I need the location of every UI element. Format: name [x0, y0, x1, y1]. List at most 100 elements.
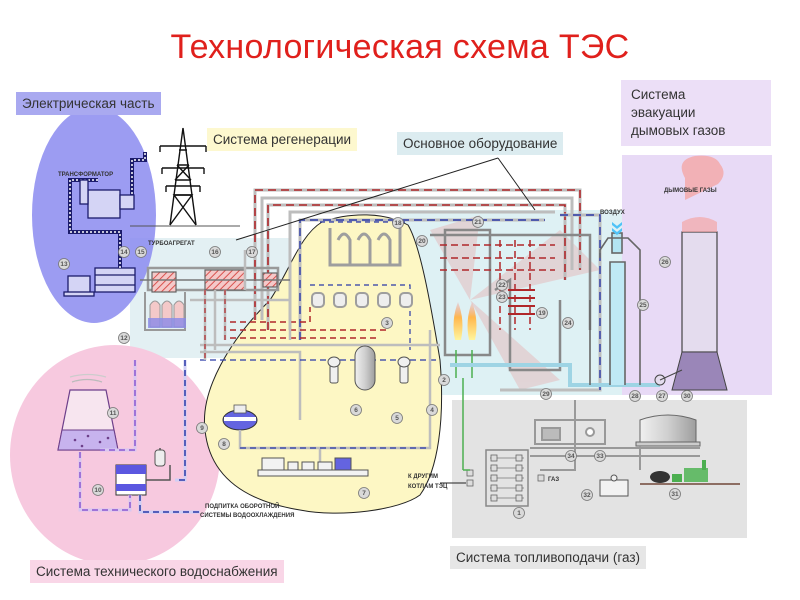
label-regeneration-system: Система регенерации	[207, 128, 358, 151]
component-callout-7: 7	[358, 487, 370, 499]
component-callout-30: 30	[681, 390, 693, 402]
label-flue-gas-system: Система эвакуации дымовых газов	[621, 80, 771, 146]
high-pressure-heaters	[328, 228, 402, 267]
component-callout-24: 24	[562, 317, 574, 329]
low-pressure-heaters	[311, 292, 413, 308]
rail-tank-car-31	[640, 460, 740, 485]
callout-circle	[496, 291, 508, 303]
callout-number: 23	[498, 294, 506, 301]
label-electric-part: Электрическая часть	[16, 92, 161, 115]
component-callout-31: 31	[669, 488, 681, 500]
callout-circle	[135, 246, 147, 258]
callout-circle	[246, 246, 258, 258]
callout-number: 34	[567, 453, 575, 460]
callout-number: 15	[137, 249, 145, 256]
exciter-13	[63, 275, 95, 297]
leader-lines	[235, 157, 536, 241]
callout-number: 25	[639, 302, 647, 309]
callout-circle	[659, 256, 671, 268]
heaters-34-33	[530, 400, 700, 471]
chimney-26	[671, 155, 728, 391]
component-callout-21: 21	[472, 216, 484, 228]
fuel-oil-tank-30	[635, 414, 701, 447]
air-arrows	[612, 222, 622, 235]
callout-circle	[58, 258, 70, 270]
callout-number: 32	[583, 492, 591, 499]
component-callout-15: 15	[135, 246, 147, 258]
pump-4	[397, 356, 411, 384]
deaerator-tank	[354, 345, 376, 391]
callout-circle	[426, 404, 438, 416]
callout-number: 1	[517, 510, 521, 517]
callout-circle	[629, 390, 641, 402]
gas-distribution-1	[485, 449, 529, 507]
makeup-label-line2: СИСТЕМЫ ВОДООХЛАЖДЕНИЯ	[200, 513, 294, 519]
callout-number: 20	[418, 238, 426, 245]
water-supply-zone	[10, 345, 220, 565]
component-callout-4: 4	[426, 404, 438, 416]
callout-number: 19	[538, 310, 546, 317]
feed-pump-7	[257, 457, 369, 477]
callout-number: 12	[120, 335, 128, 342]
callout-number: 14	[120, 249, 128, 256]
other-boilers-line1: К ДРУГИМ	[408, 474, 438, 480]
component-callout-13: 13	[58, 258, 70, 270]
callout-circle	[196, 422, 208, 434]
flue-label-line2: эвакуации	[631, 105, 696, 120]
component-callout-19: 19	[536, 307, 548, 319]
page-title: Технологическая схема ТЭС	[170, 28, 630, 66]
callout-circle	[656, 390, 668, 402]
callout-circle	[381, 317, 393, 329]
callout-circle	[536, 307, 548, 319]
other-boilers-line2: КОТЛАМ ТЭЦ	[408, 484, 448, 490]
gas-label: ГАЗ	[548, 477, 559, 483]
turbine-exhaust	[144, 292, 186, 331]
component-callout-6: 6	[350, 404, 362, 416]
callout-circle	[438, 374, 450, 386]
callout-number: 18	[394, 220, 402, 227]
condenser-8	[222, 404, 258, 431]
callout-number: 9	[200, 425, 204, 432]
callout-number: 7	[362, 490, 366, 497]
callout-circle	[496, 279, 508, 291]
component-callout-23: 23	[496, 291, 508, 303]
component-callout-9: 9	[196, 422, 208, 434]
callout-number: 30	[683, 393, 691, 400]
label-main-equipment: Основное оборудование	[397, 132, 564, 155]
callout-number: 11	[110, 410, 117, 417]
receiving-tank-32	[599, 474, 629, 497]
callout-circle	[681, 390, 693, 402]
callout-circle	[218, 438, 230, 450]
callout-circle	[594, 450, 606, 462]
callout-circle	[107, 407, 119, 419]
callout-number: 22	[498, 282, 506, 289]
callout-circle	[540, 388, 552, 400]
transformer-body	[79, 179, 135, 219]
component-callout-20: 20	[416, 235, 428, 247]
turbine-unit-label: ТУРБОАГРЕГАТ	[148, 241, 195, 247]
condenser-12	[148, 300, 186, 328]
component-callout-28: 28	[629, 390, 641, 402]
label-water-supply-system: Система технического водоснабжения	[30, 560, 284, 583]
callout-number: 8	[222, 441, 226, 448]
power-line-tower	[159, 127, 207, 226]
callout-circle	[637, 299, 649, 311]
component-callout-27: 27	[656, 390, 668, 402]
flue-gases-label: ДЫМОВЫЕ ГАЗЫ	[664, 188, 717, 194]
component-callout-2: 2	[438, 374, 450, 386]
callout-number: 2	[442, 377, 446, 384]
component-callout-18: 18	[392, 217, 404, 229]
air-label: ВОЗДУХ	[600, 210, 625, 216]
callout-circle	[118, 246, 130, 258]
regeneration-zone	[203, 214, 443, 514]
callout-number: 17	[248, 249, 256, 256]
callout-circle	[358, 487, 370, 499]
callout-number: 10	[94, 487, 102, 494]
component-callout-25: 25	[637, 299, 649, 311]
callout-circle	[565, 450, 577, 462]
callout-number: 21	[474, 219, 482, 226]
component-callout-11: 11	[107, 407, 119, 419]
component-callout-34: 34	[565, 450, 577, 462]
callout-number: 26	[661, 259, 669, 266]
